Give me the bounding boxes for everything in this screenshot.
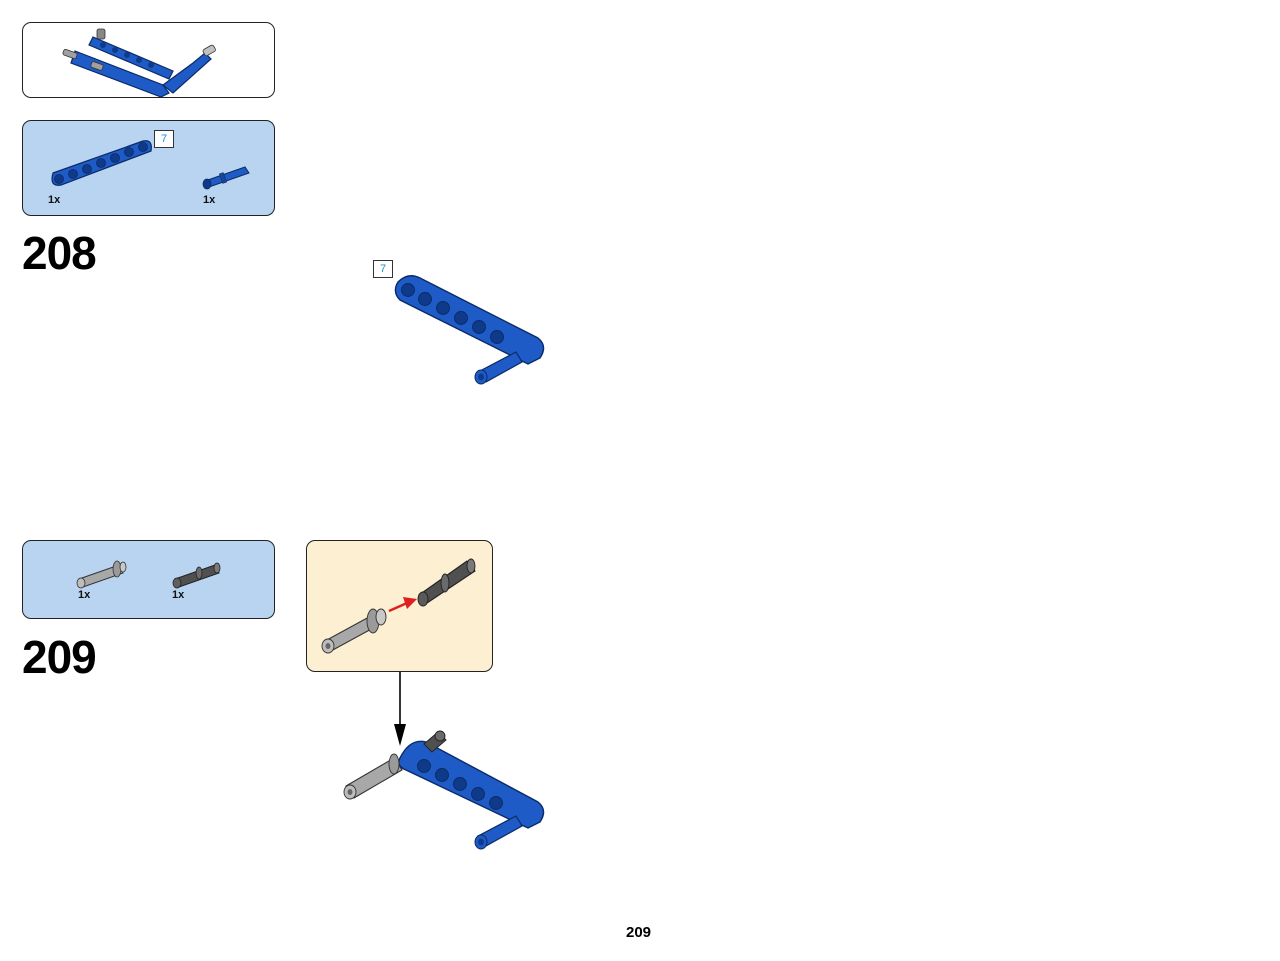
step209-parts-panel: 1x 1x — [22, 540, 275, 619]
step208-parts-panel: 1x 1x 7 — [22, 120, 275, 216]
dark-axle-pin-icon — [172, 562, 221, 589]
substep-callout-panel — [306, 540, 493, 672]
step-number: 209 — [22, 631, 97, 683]
pin-join-icon — [321, 558, 476, 654]
part-qty: 1x — [48, 194, 61, 206]
part-qty: 1x — [172, 589, 185, 601]
step-number: 208 — [22, 227, 97, 279]
part-qty: 1x — [78, 589, 91, 601]
page-number: 209 — [626, 924, 652, 941]
length-indicator: 7 — [373, 260, 393, 278]
part-qty: 1x — [203, 194, 216, 206]
subassembly-panel — [22, 22, 275, 98]
blue-axle-pin-icon — [202, 166, 250, 190]
length-indicator: 7 — [154, 130, 174, 148]
blue-beam-7-icon — [51, 140, 152, 186]
gray-pin-icon — [76, 560, 127, 589]
blue-beam-subassembly-icon — [62, 28, 216, 98]
